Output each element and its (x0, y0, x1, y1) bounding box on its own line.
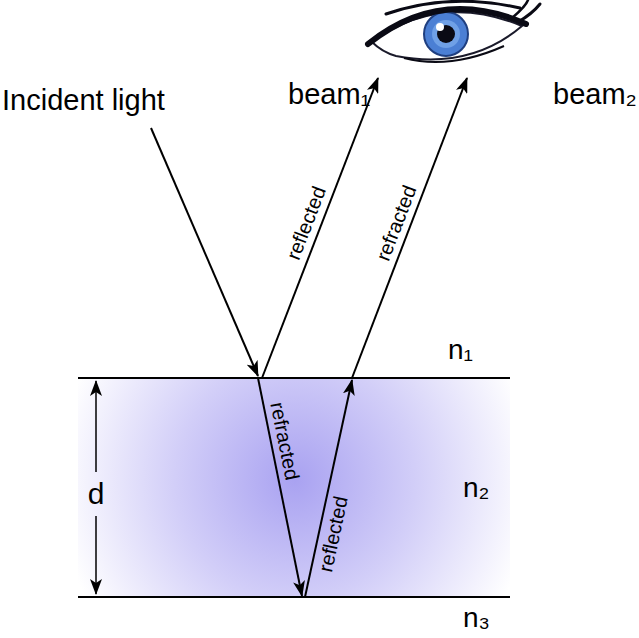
index-label: n₂ (463, 474, 489, 502)
reflected-ray (262, 78, 378, 378)
index-label: n₃ (463, 604, 490, 632)
thickness-arrow (95, 381, 97, 472)
film-layer (78, 378, 510, 597)
beam-label: beam₁ (288, 80, 370, 109)
top-interface (78, 377, 510, 379)
index-label: n₁ (448, 336, 473, 364)
internal-reflected-ray (305, 380, 352, 597)
eye-icon (368, 0, 540, 62)
refracted-ray (258, 378, 302, 596)
beam-label: beam₂ (553, 80, 637, 109)
incident-ray (151, 128, 258, 376)
bottom-interface (78, 596, 510, 598)
thickness-arrow (95, 516, 97, 594)
refracted-out-ray (352, 78, 467, 378)
dimension-label: d (88, 479, 105, 509)
incident-label: Incident light (2, 86, 165, 115)
